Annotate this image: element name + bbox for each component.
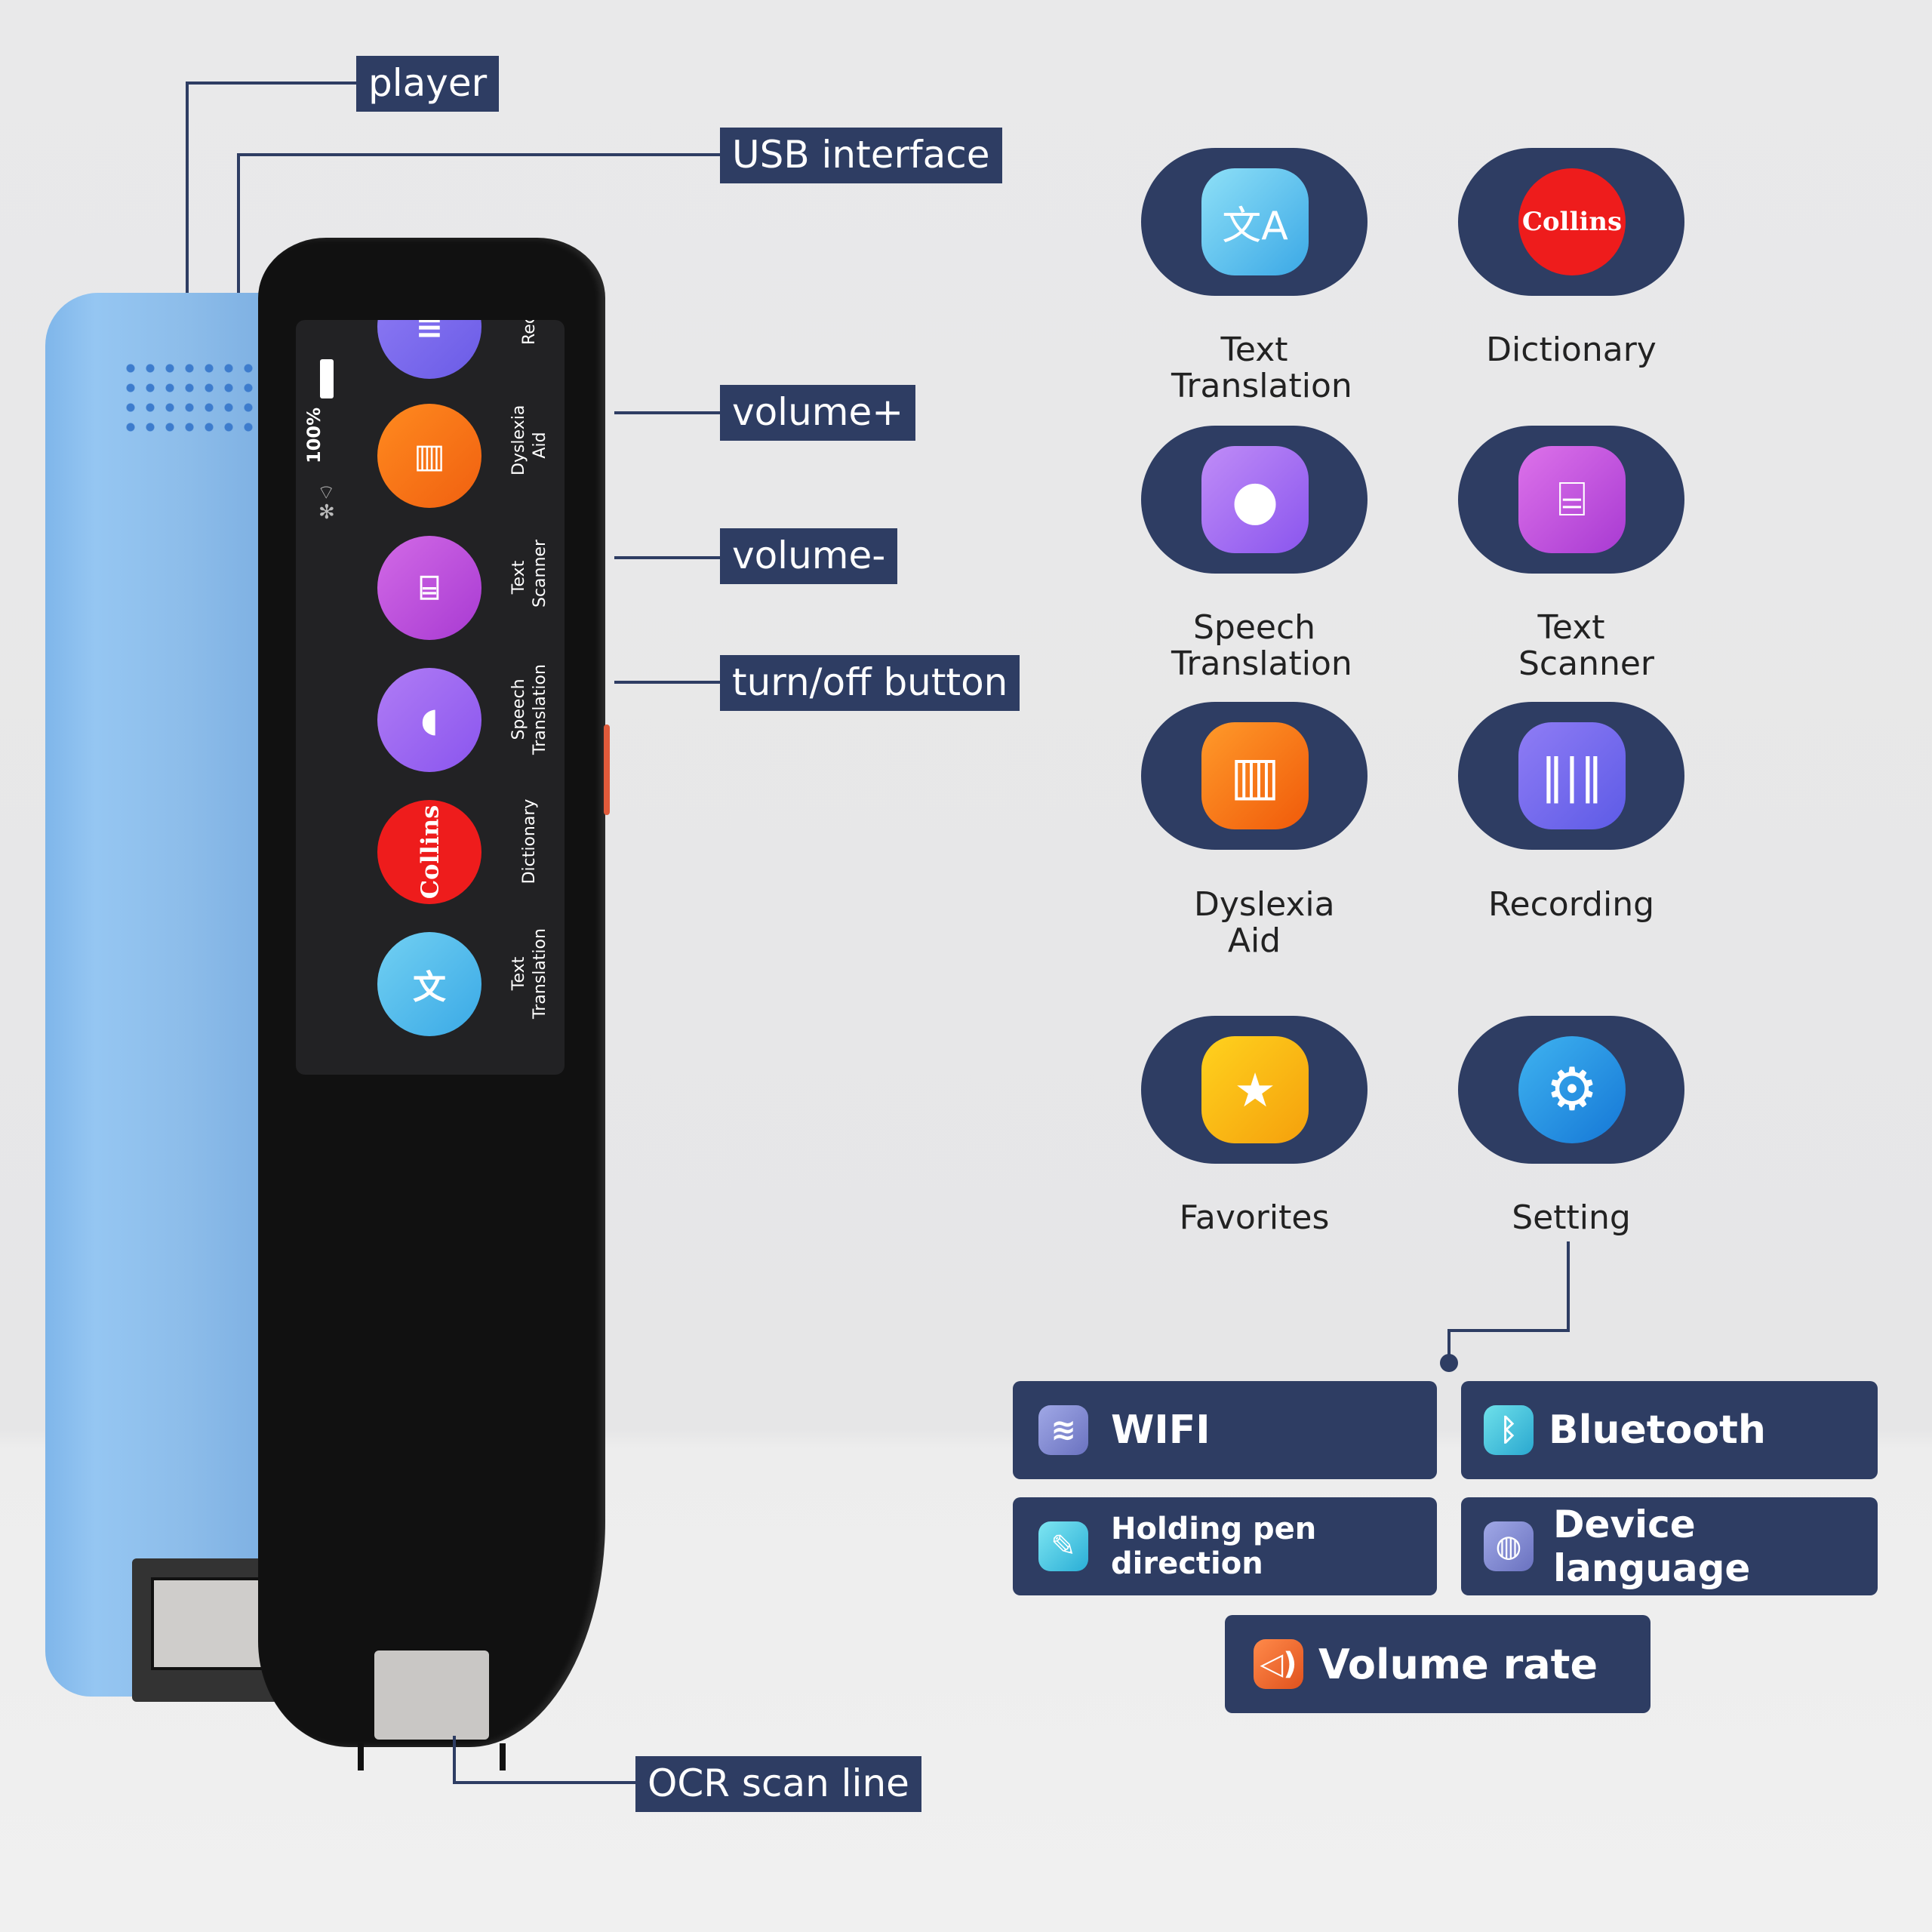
black-pen-scan-window [374,1651,489,1740]
app-setting[interactable]: ⚙ [1458,1016,1684,1164]
blue-pen-body [45,293,294,1697]
app-label: Speech Translation [1171,608,1352,683]
waveform-icon: ‖|‖ [1518,722,1626,829]
app-dyslexia-aid[interactable]: ▥ [1141,702,1367,850]
power-callout-line [614,681,720,684]
player-label: player [356,56,500,112]
pen-screen: 100% ⌔ ✻ ≡ Record ▥ Dyslexia Aid ⌸ Text … [296,320,565,1075]
volume-up-callout-line [614,411,720,414]
folder-star-icon: ★ [1201,1036,1309,1143]
app-speech-translation[interactable]: ● [1141,426,1367,574]
waveform-icon: ≡ [377,320,481,379]
speaker-grille [121,358,264,441]
book-icon: ▥ [377,404,481,508]
speaker-icon: ◁) [1254,1639,1303,1689]
setting-bluetooth[interactable]: ᛒ Bluetooth [1461,1381,1878,1479]
setting-device-language[interactable]: ◍ Device language [1461,1497,1878,1595]
screen-item-label: Speech Translation [509,664,549,755]
volume-down-label: volume- [720,528,898,584]
setting-connector-line [1447,1329,1451,1362]
screen-item-dictionary[interactable]: Collins Dictionary [296,774,565,905]
app-label: Text Scanner [1518,608,1655,683]
app-label: Dyslexia Aid [1194,885,1335,960]
ocr-scan-line-label: OCR scan line [635,1756,921,1812]
wifi-status-icon: ⌔ [317,481,336,504]
bluetooth-status-icon: ✻ [318,501,335,524]
wifi-icon: ≋ [1038,1405,1088,1455]
ocr-scan-line-marker [358,1743,364,1770]
globe-icon: ◍ [1484,1521,1534,1571]
screen-item-speech-translation[interactable]: ◖ Speech Translation [296,641,565,773]
collins-logo: Collins [1518,168,1626,275]
microphone-icon: ◖ [377,668,481,772]
setting-connector-line [1447,1329,1570,1332]
power-button[interactable] [604,724,610,815]
setting-connector-dot [1440,1354,1458,1372]
screen-item-label: Text Scanner [509,539,549,608]
app-text-scanner[interactable]: ⌸ [1458,426,1684,574]
gear-icon: ⚙ [1518,1036,1626,1143]
screen-item-label: Text Translation [509,928,549,1019]
app-label: Text Translation [1171,331,1352,405]
setting-connector-line [1567,1241,1570,1332]
setting-volume-rate[interactable]: ◁) Volume rate [1225,1615,1651,1713]
app-text-translation[interactable]: 文A [1141,148,1367,296]
scan-icon: ⌸ [1518,446,1626,553]
screen-item-text-scanner[interactable]: ⌸ Text Scanner [296,509,565,641]
app-favorites[interactable]: ★ [1141,1016,1367,1164]
player-callout-line-vertical [186,82,189,376]
bluetooth-icon: ᛒ [1484,1405,1534,1455]
screen-item-record[interactable]: ≡ Record [296,320,565,380]
app-label: Setting [1512,1198,1631,1237]
app-recording[interactable]: ‖|‖ [1458,702,1684,850]
translate-icon: 文A [1201,168,1309,275]
volume-down-callout-line [614,556,720,559]
setting-wifi[interactable]: ≋ WIFI [1013,1381,1437,1479]
pen-icon: ✎ [1038,1521,1088,1571]
usb-callout-line [237,153,720,156]
screen-item-label: Dictionary [520,798,539,884]
player-callout-line [186,82,356,85]
ocr-scan-line-marker [500,1743,506,1770]
screen-item-label: Record [519,320,540,345]
ocr-callout-line-vertical [453,1736,456,1784]
setting-holding-pen-direction[interactable]: ✎ Holding pen direction [1013,1497,1437,1595]
blue-pen-scan-window [151,1577,270,1670]
screen-item-dyslexia-aid[interactable]: ▥ Dyslexia Aid [296,377,565,509]
setting-label: Holding pen direction [1111,1512,1317,1581]
setting-label: Device language [1553,1503,1751,1590]
app-label: Favorites [1179,1198,1330,1237]
app-label: Recording [1487,885,1655,924]
power-button-label: turn/off button [720,655,1020,711]
ocr-callout-line-horizontal [453,1781,637,1784]
setting-label: WIFI [1111,1407,1211,1453]
screen-item-text-translation[interactable]: 文 Text Translation [296,906,565,1037]
screen-item-label: Dyslexia Aid [509,405,549,475]
microphone-icon: ● [1201,446,1309,553]
setting-label: Bluetooth [1549,1407,1766,1453]
translate-icon: 文 [377,932,481,1036]
usb-interface-label: USB interface [720,128,1002,183]
setting-label: Volume rate [1318,1640,1598,1688]
book-icon: ▥ [1201,722,1309,829]
scan-icon: ⌸ [377,536,481,640]
volume-up-label: volume+ [720,385,916,441]
battery-icon [320,359,334,398]
collins-logo: Collins [377,800,481,904]
app-dictionary[interactable]: Collins [1458,148,1684,296]
app-label: Dictionary [1486,331,1657,369]
